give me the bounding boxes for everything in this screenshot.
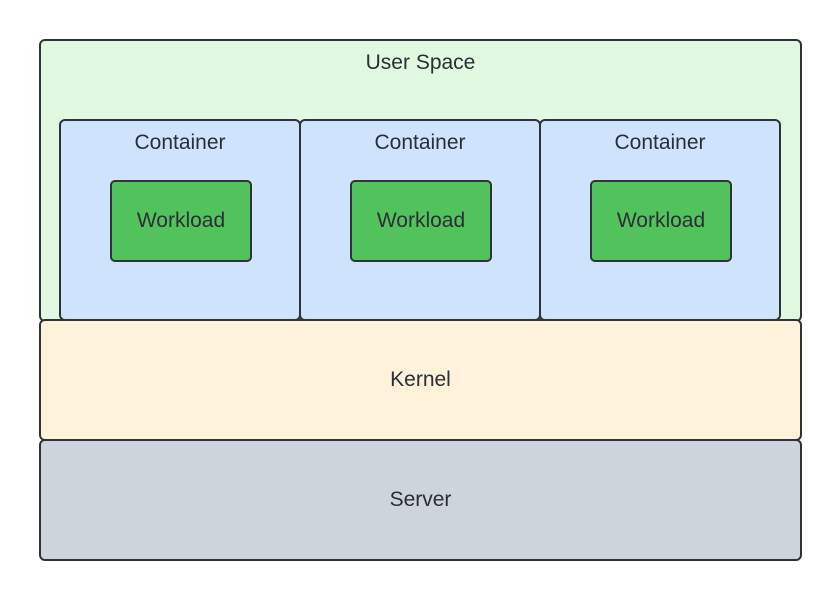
container-box-3: Container Workload	[539, 119, 781, 321]
workload-label-3: Workload	[616, 209, 706, 232]
container-box-1: Container Workload	[59, 119, 301, 321]
container-label-3: Container	[614, 131, 706, 154]
workload-label-1: Workload	[136, 209, 226, 232]
user-space-label: User Space	[365, 51, 476, 74]
server-label: Server	[389, 488, 452, 511]
container-label-2: Container	[374, 131, 466, 154]
workload-box-2: Workload	[350, 180, 492, 262]
kernel-layer: Kernel	[39, 319, 802, 441]
workload-label-2: Workload	[376, 209, 466, 232]
server-layer: Server	[39, 439, 802, 561]
container-label-1: Container	[134, 131, 226, 154]
container-box-2: Container Workload	[299, 119, 541, 321]
workload-box-3: Workload	[590, 180, 732, 262]
workload-box-1: Workload	[110, 180, 252, 262]
kernel-label: Kernel	[390, 368, 451, 391]
